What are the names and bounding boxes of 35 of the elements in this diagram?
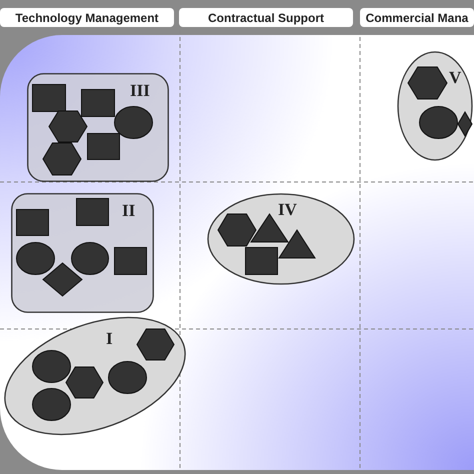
column-header: Contractual Support [179,8,353,27]
circle-shape [71,242,109,275]
group-numeral: II [122,202,136,219]
square-shape [87,133,120,160]
square-shape [81,89,115,117]
group-numeral: I [106,330,113,347]
hexagon-shape [408,67,447,99]
group-numeral: V [449,69,462,86]
square-shape [114,247,147,275]
triangle-shape [279,230,315,258]
hexagon-shape [137,329,174,360]
circle-shape [114,106,153,139]
square-shape [32,84,66,112]
circle-shape [32,388,71,421]
diamond-shape [43,263,82,296]
triangle-shape [251,214,288,242]
column-header: Technology Management [0,8,174,27]
circle-shape [32,350,71,383]
group-box [11,193,154,313]
group-numeral: III [130,82,150,99]
hexagon-shape [218,214,256,246]
group-box [27,73,169,182]
hexagon-shape [43,143,81,175]
column-header: Commercial Mana [360,8,474,27]
circle-shape [108,361,147,394]
square-shape [16,209,49,236]
group-ellipse [4,317,186,435]
group-ellipse [397,51,473,161]
square-shape [76,198,109,226]
hexagon-shape [66,367,103,398]
group-numeral: IV [278,201,297,218]
circle-shape [16,242,55,275]
square-shape [245,247,278,275]
hexagon-shape [49,111,87,142]
group-ellipse [207,193,355,285]
